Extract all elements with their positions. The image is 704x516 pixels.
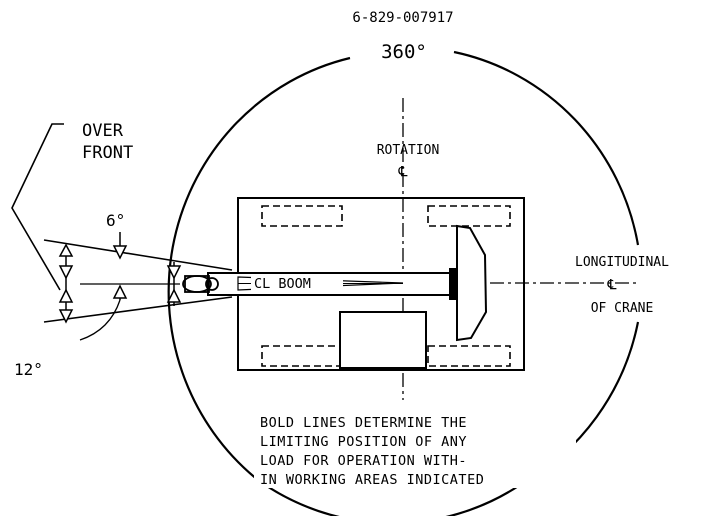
over-front-bracket [11,123,64,291]
angle-dimension-arrows [58,232,182,324]
circle-arc-bottom [257,479,521,516]
wheel-rear-left [427,205,511,227]
counterweight [456,224,488,342]
angle-12-label: 12° [14,360,43,379]
note-line: LIMITING POSITION OF ANY [260,434,467,450]
circle-arc-left [167,56,351,481]
boom-label: CL BOOM [254,276,311,292]
crane-cab [339,311,427,369]
rotation-centerline-symbol: ℄ [398,164,408,180]
boom-foot [449,268,456,300]
boom-label-bg [251,276,343,291]
note-line: BOLD LINES DETERMINE THE [260,415,467,431]
of-crane-label: OF CRANE [591,301,654,316]
note-line: LOAD FOR OPERATION WITH- [260,453,467,469]
rotation-label: ROTATION [377,143,440,158]
front-label: FRONT [82,143,133,163]
document-number: 6-829-007917 [352,10,453,26]
note-block: BOLD LINES DETERMINE THE LIMITING POSITI… [254,410,576,488]
longitudinal-centerline-symbol: ℄ [607,277,617,293]
note-line: IN WORKING AREAS INDICATED [260,472,484,488]
circle-arc-top-right [453,50,640,246]
over-label: OVER [82,121,124,141]
angle-6-label: 6° [106,211,125,230]
wheel-rear-right [427,345,511,367]
full-rotation-label: 360° [381,41,427,63]
boom-tip [182,275,219,293]
wheel-front-left [261,205,343,227]
wheel-front-right [261,345,343,367]
longitudinal-label: LONGITUDINAL [575,255,669,270]
working-area-limits [43,239,233,323]
limit-line-12deg-lower [43,296,233,323]
angle-12-leader [79,299,121,341]
limit-line-6deg-upper [43,239,233,271]
